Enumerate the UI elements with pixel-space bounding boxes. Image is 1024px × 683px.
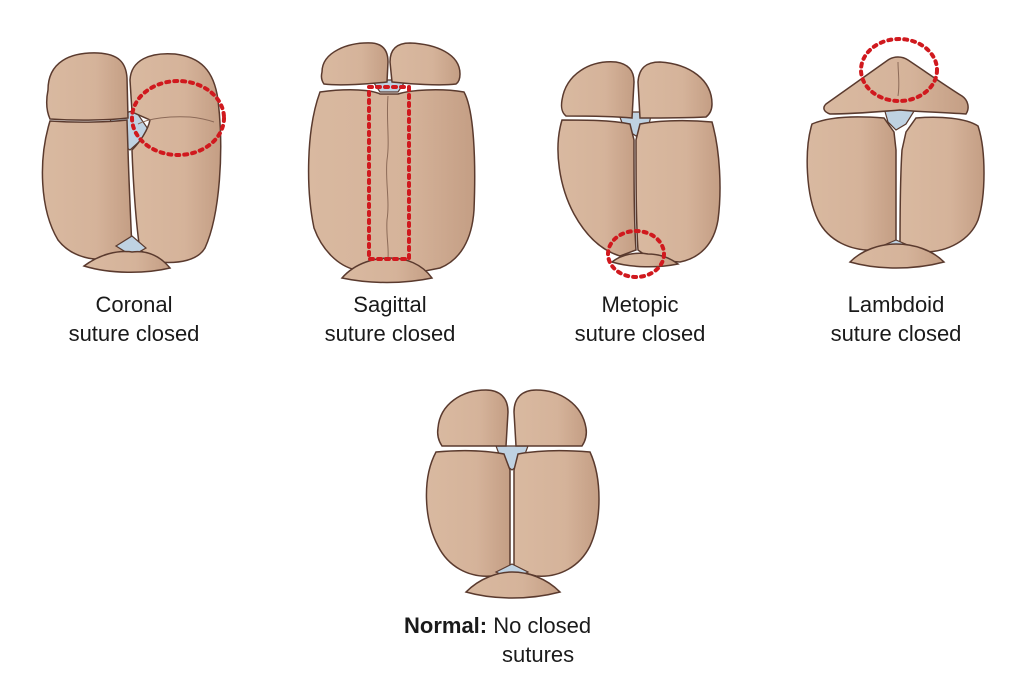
caption-line1: Lambdoid [847, 292, 945, 317]
highlight-coronal [130, 79, 226, 157]
caption-line2: suture closed [324, 321, 456, 346]
right-frontal-bone [513, 389, 588, 447]
frontal-bone [848, 243, 946, 269]
highlight-metopic [606, 229, 666, 279]
fused-occipital-bone [823, 56, 969, 115]
skull-normal [425, 389, 600, 599]
skull-coronal [41, 52, 226, 273]
caption-normal: Normal: No closed sutures [404, 611, 644, 669]
caption-lambdoid: Lambdoid suture closed [796, 290, 996, 348]
left-frontal-bone [45, 52, 129, 121]
occipital-bone [82, 250, 172, 273]
skull-sagittal [307, 42, 476, 284]
left-frontal-bone [320, 42, 389, 86]
caption-line1: Coronal [95, 292, 173, 317]
left-parietal-bone [806, 116, 897, 251]
caption-coronal: Coronal suture closed [34, 290, 234, 348]
left-parietal-bone [41, 119, 133, 261]
fused-suture-line [897, 61, 900, 97]
highlight-lambdoid [859, 37, 939, 103]
fused-parietal-bone [307, 89, 476, 273]
caption-line2: suture closed [574, 321, 706, 346]
right-parietal-bone [899, 116, 985, 253]
skull-lambdoid [806, 37, 985, 269]
fused-suture-line [137, 116, 215, 125]
left-parietal-bone [425, 449, 511, 577]
left-frontal-bone [436, 389, 509, 447]
skull-metopic [557, 61, 721, 279]
caption-line2: suture closed [68, 321, 200, 346]
right-fused-bone [129, 52, 222, 264]
normal-line1: No closed [493, 613, 592, 638]
normal-line2: sutures [502, 642, 575, 667]
caption-line1: Sagittal [353, 292, 427, 317]
highlight-sagittal [367, 85, 411, 261]
fused-suture-line [386, 95, 389, 259]
right-frontal-bone [637, 61, 713, 119]
caption-line2: suture closed [830, 321, 962, 346]
occipital-bone [340, 257, 434, 284]
occipital-bone [464, 571, 562, 599]
normal-label: Normal: [404, 613, 488, 638]
right-parietal-bone [513, 449, 600, 577]
caption-metopic: Metopic suture closed [540, 290, 740, 348]
right-parietal-bone [635, 119, 721, 263]
right-frontal-bone [389, 42, 461, 86]
left-frontal-bone [560, 61, 635, 119]
caption-line1: Metopic [601, 292, 679, 317]
caption-sagittal: Sagittal suture closed [290, 290, 490, 348]
left-parietal-bone [557, 119, 637, 257]
